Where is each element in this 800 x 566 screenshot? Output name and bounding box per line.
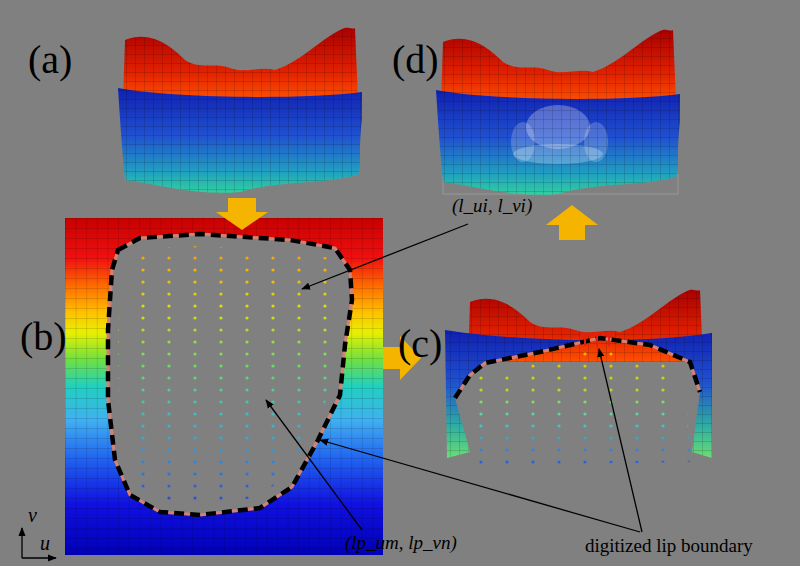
block-arrow: [216, 198, 268, 230]
axis-line: [22, 557, 56, 558]
front-sheet: [118, 88, 362, 193]
face-mesh-d: [436, 30, 680, 195]
front-sheet: [436, 90, 680, 195]
mesh-grid: [436, 90, 680, 195]
leader-line: [320, 440, 640, 532]
lip-points: [100, 230, 360, 520]
label-slot: (l_ui, l_vi): [452, 196, 532, 217]
leader-line: [302, 224, 468, 289]
coordinate-label: (l_ui, l_vi): [452, 195, 532, 216]
label-slot: (c): [398, 322, 442, 366]
face-mesh-a: [118, 28, 362, 193]
panel-letter: (d): [392, 37, 439, 82]
label-slot: (d): [392, 38, 439, 82]
label-slot: (b): [20, 315, 67, 359]
panel-letter: (c): [398, 321, 442, 366]
face-mesh-c: [445, 290, 712, 470]
mesh-grid: [65, 218, 383, 555]
label-slot: v: [28, 504, 37, 526]
mesh-grid: [441, 30, 676, 102]
leader-line: [266, 400, 362, 530]
uv-plane: [65, 218, 383, 555]
axis-label: u: [40, 532, 50, 554]
mesh-grid: [118, 88, 362, 193]
label-slot: u: [40, 532, 50, 554]
axis-label: v: [28, 504, 37, 526]
panel-letter: (b): [20, 314, 67, 359]
mesh-grid: [123, 28, 358, 100]
block-arrow: [546, 205, 598, 240]
axis-line: [21, 528, 22, 558]
label-slot: (a): [28, 38, 72, 82]
label-slot: digitized lip boundary: [585, 536, 753, 557]
lip-boundary: [108, 234, 352, 515]
uv-map: [65, 218, 383, 555]
panel-letter: (a): [28, 37, 72, 82]
lip-boundary-under: [108, 234, 352, 515]
label-slot: (lp_um, lp_vn): [345, 533, 457, 554]
lip-boundary-under: [455, 338, 700, 398]
marker-ticks: [580, 332, 615, 346]
callout-label: digitized lip boundary: [585, 535, 753, 556]
leader-line: [599, 349, 642, 532]
lip-points: [465, 345, 695, 470]
lip-boundary: [455, 338, 700, 398]
back-sheet: [441, 30, 676, 102]
back-sheet: [123, 28, 358, 100]
coordinate-label: (lp_um, lp_vn): [345, 532, 457, 553]
